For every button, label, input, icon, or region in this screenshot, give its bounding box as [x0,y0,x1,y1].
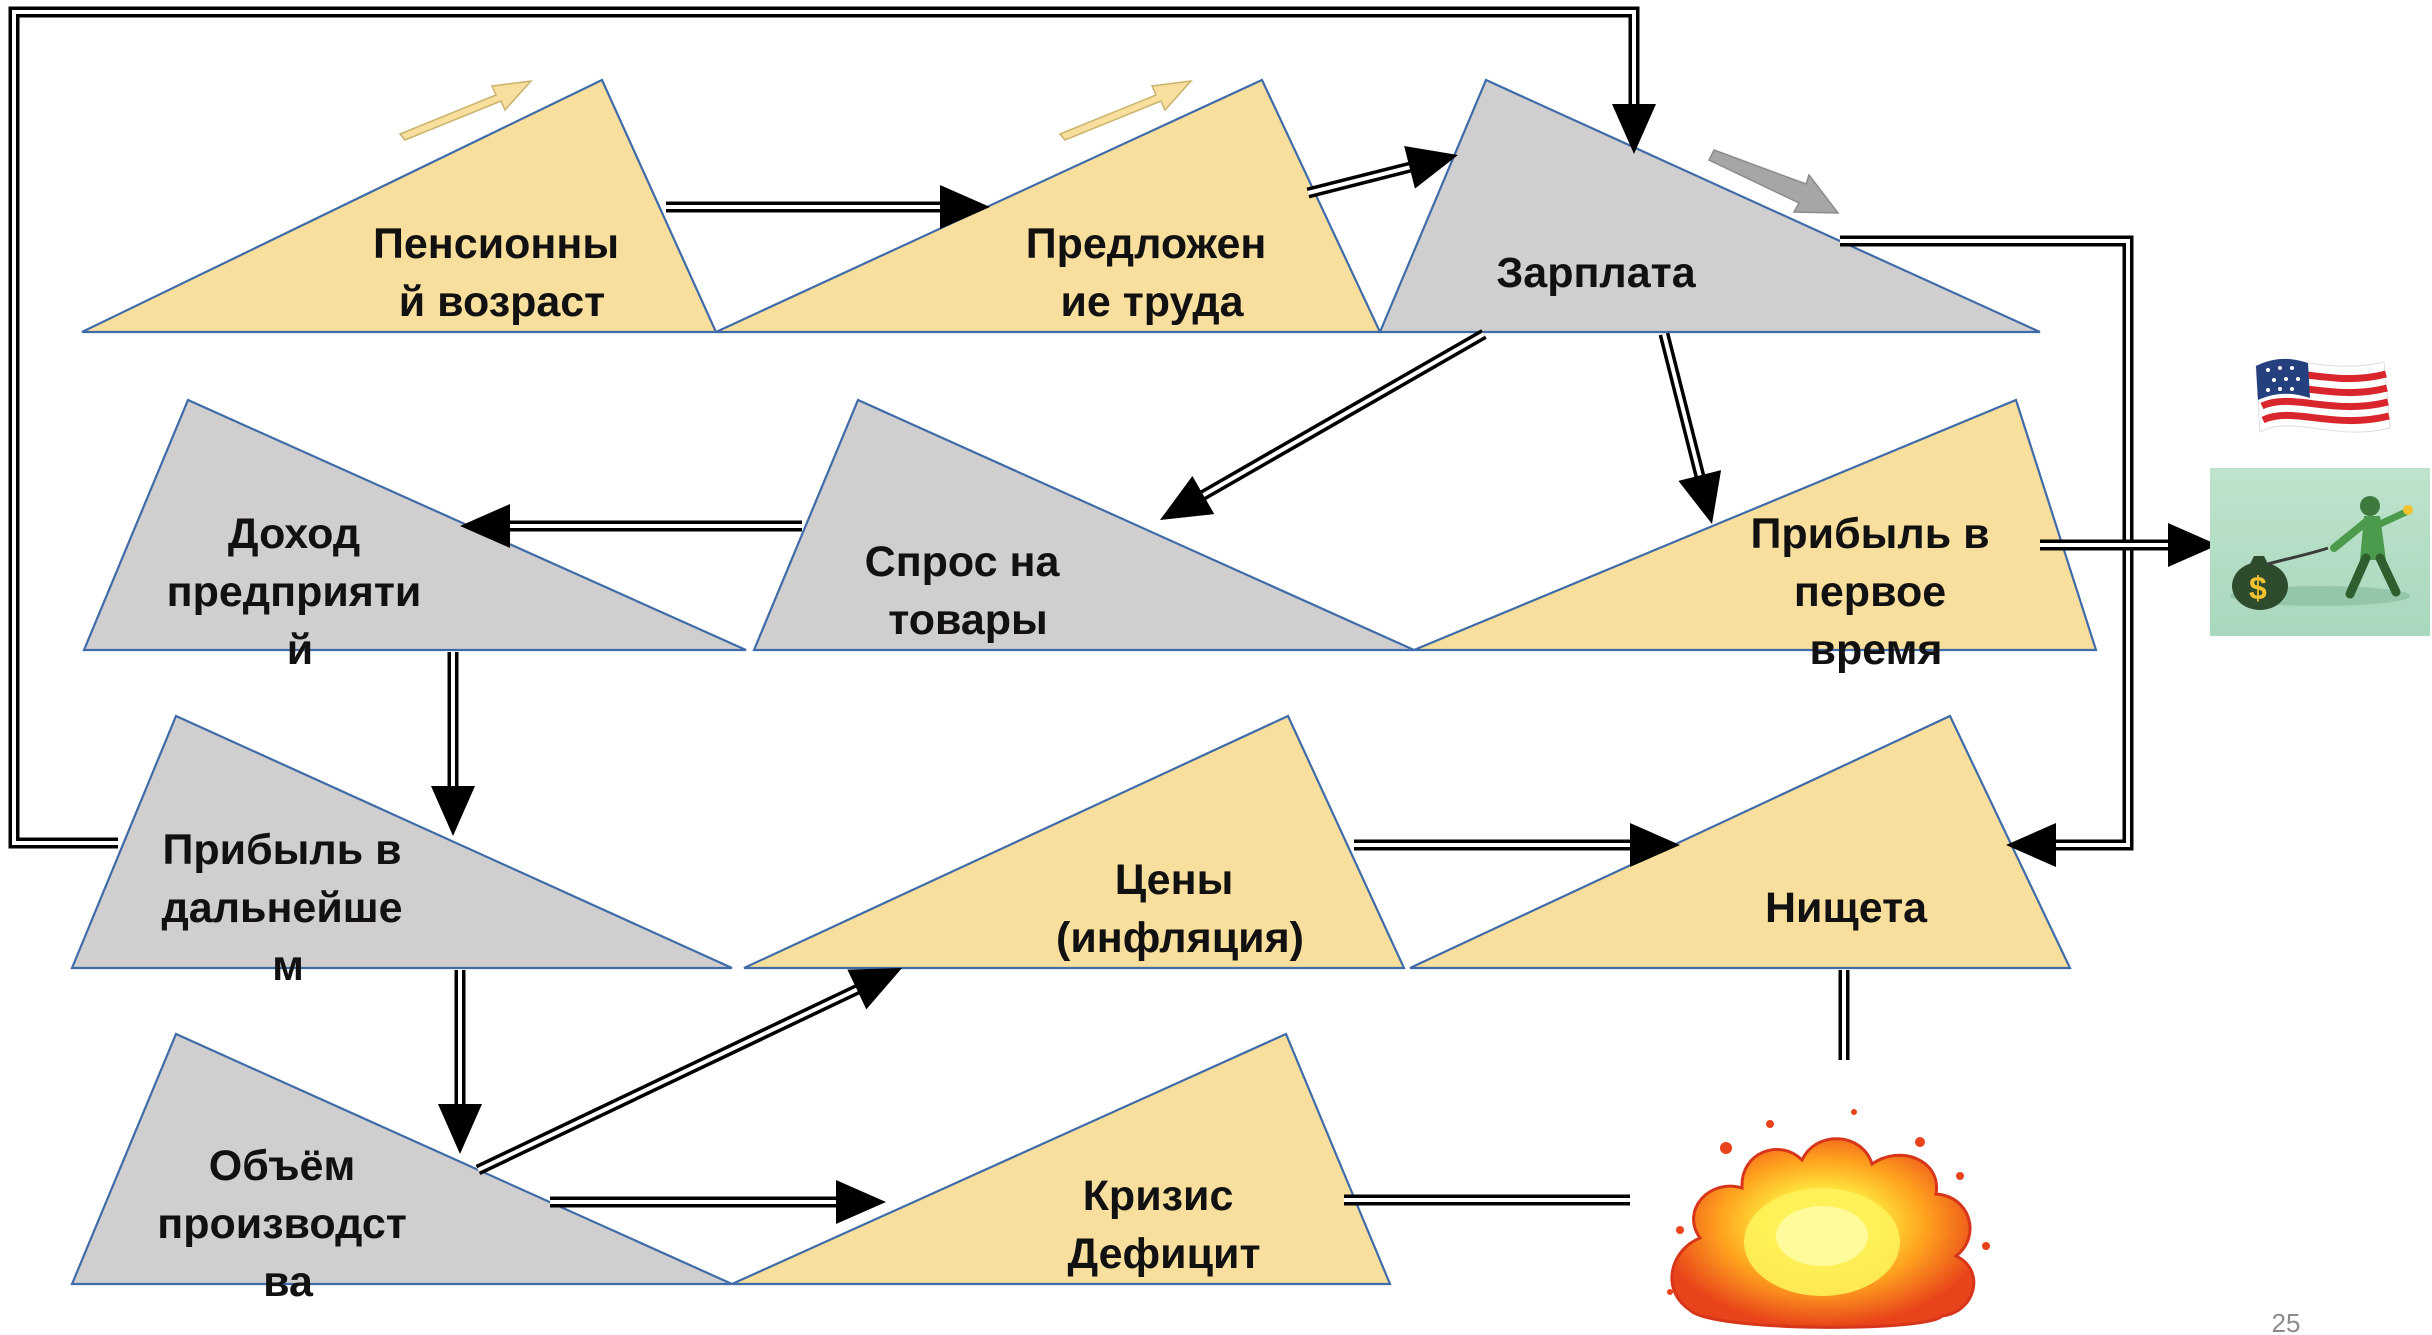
arrow-labor-to-salary-inner [1307,164,1414,195]
arrow-income-to-profit-later-head [431,786,475,836]
node-label-pension-age: Пенсионны й возраст [373,220,631,326]
trend-up-arrow [398,79,533,141]
node-label-labor-supply: Предложен ие труда [1026,220,1279,326]
arrow-profit-later-to-production-head [438,1104,482,1154]
triangle-poverty [1409,714,2072,970]
node-label-profit-first: Прибыль в первое время [1751,510,2002,674]
arrow-salary-to-profit-first-inner [1662,333,1703,480]
node-label-enterprise-income: Доход предприяти й [167,510,434,674]
triangle-labor-supply [715,78,1382,334]
triangle-production-volume [70,1032,733,1286]
node-label-production-volume: Объём производст ва [157,1142,419,1306]
arrow-profit-later-to-salary-head [1612,104,1656,154]
node-label-goods-demand: Спрос на товары [865,538,1072,644]
triangle-profit-later [70,714,733,970]
arrow-prices-to-poverty-head [1630,823,1680,867]
node-label-crisis: Кризис Дефицит [1067,1172,1260,1278]
us-flag-icon [2246,328,2392,468]
svg-text:$: $ [2249,570,2267,606]
trend-up-arrow [1058,79,1193,141]
arrow-production-to-prices-head [847,968,902,1010]
trend-down-arrow [1707,149,1840,214]
arrow-salary-to-demand-head [1160,476,1215,520]
node-label-profit-later: Прибыль в дальнейше м [162,826,415,990]
arrow-profit-later-to-salary-inner [12,10,1636,845]
money-bag-runner-icon: $ [2210,468,2430,636]
triangle-profit-first [1413,398,2098,652]
arrow-production-to-crisis-head [836,1180,886,1224]
arrow-demand-to-income-head [460,504,510,548]
arrow-salary-to-demand-inner [1198,332,1485,499]
arrow-salary-to-profit-first-head [1678,470,1722,524]
explosion-icon [1630,1060,2014,1335]
triangle-goods-demand [752,398,1415,652]
triangle-salary [1378,78,2041,334]
triangle-pension-age [81,78,718,334]
arrow-labor-to-salary-head [1404,145,1458,189]
triangle-prices [743,714,1406,970]
arrow-production-to-prices-inner [477,985,862,1172]
node-label-prices: Цены (инфляция) [1056,856,1304,962]
page-number: 25 [2272,1308,2301,1335]
arrow-profit-later-to-salary [8,6,1640,849]
arrow-pension-to-labor-head [940,185,990,229]
arrow-profit-first-to-outflow-head [2168,523,2218,567]
arrow-salary-to-poverty-head [2006,823,2056,867]
node-label-salary: Зарплата [1496,249,1696,297]
triangle-crisis [731,1032,1392,1286]
node-label-poverty: Нищета [1765,884,1928,932]
